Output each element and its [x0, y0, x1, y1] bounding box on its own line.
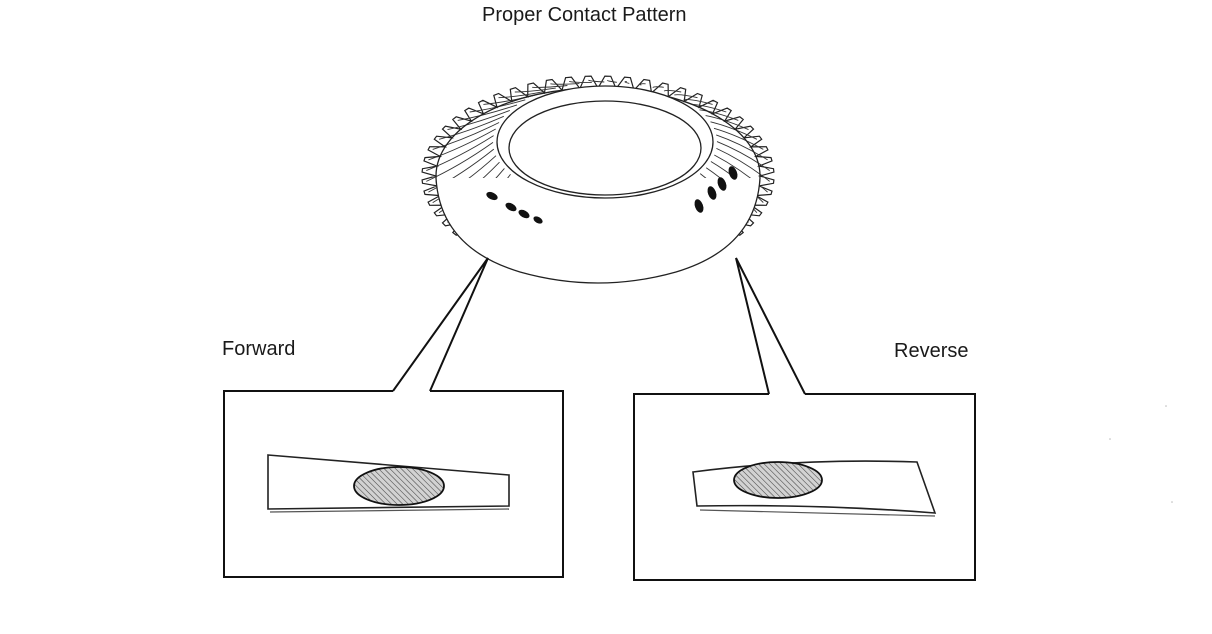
gear-tooth-line [588, 79, 605, 83]
gear-tooth-line [652, 86, 664, 88]
gear-tooth-line [683, 98, 713, 105]
forward-tooth-face [267, 454, 510, 513]
gear-bore-inner [508, 100, 702, 196]
reverse-contact-pattern [733, 461, 823, 499]
gear-tooth-line [457, 104, 518, 121]
gear-contact-marks-right [694, 166, 738, 213]
gear-tooth-line [713, 127, 764, 150]
gear-tooth-line [624, 80, 630, 84]
gear-tooth-line [550, 83, 580, 85]
gear-tooth-line [692, 103, 727, 113]
gear-tooth-line [716, 147, 770, 182]
gear-tooth-line [438, 115, 504, 140]
reverse-label: Reverse [894, 340, 969, 362]
ring-gear-illustration [421, 75, 775, 284]
gear-tooth-line [716, 134, 768, 161]
forward-detail-box [223, 390, 564, 578]
gear-tooth-line [426, 135, 494, 172]
gear-tooth-line [663, 90, 682, 93]
diagram-title: Proper Contact Pattern [482, 4, 687, 26]
gear-tooth-line [710, 121, 758, 140]
gear-tooth-line [716, 141, 770, 171]
gear-tooth-line [428, 148, 495, 193]
gear-tooth-line [607, 79, 617, 83]
gear-tooth-line [569, 80, 592, 83]
gear-tooth-line [705, 115, 749, 131]
forward-callout-pointer [392, 257, 489, 392]
gear-lower-body [435, 177, 761, 284]
reverse-tooth-face [692, 460, 937, 517]
reverse-detail-box [633, 393, 976, 581]
scan-specks [1109, 405, 1173, 503]
gear-tooth-line [532, 85, 568, 88]
gear-tooth-line [447, 109, 510, 131]
gear-tooth-line [432, 122, 500, 150]
gear-tooth-line [674, 94, 698, 99]
forward-contact-pattern [353, 466, 445, 506]
gear-tooth-line [428, 128, 496, 161]
gear-tooth-line [426, 142, 494, 182]
gear-tooth-line [639, 83, 646, 86]
forward-label: Forward [222, 338, 296, 360]
gear-tooth-line [699, 109, 739, 121]
gear-tooth-line [514, 87, 556, 93]
gear-contact-marks-left [486, 191, 543, 224]
reverse-callout-pointer [735, 257, 806, 395]
gear-tooth-line [498, 90, 545, 99]
gear-tooth-line [714, 154, 768, 193]
